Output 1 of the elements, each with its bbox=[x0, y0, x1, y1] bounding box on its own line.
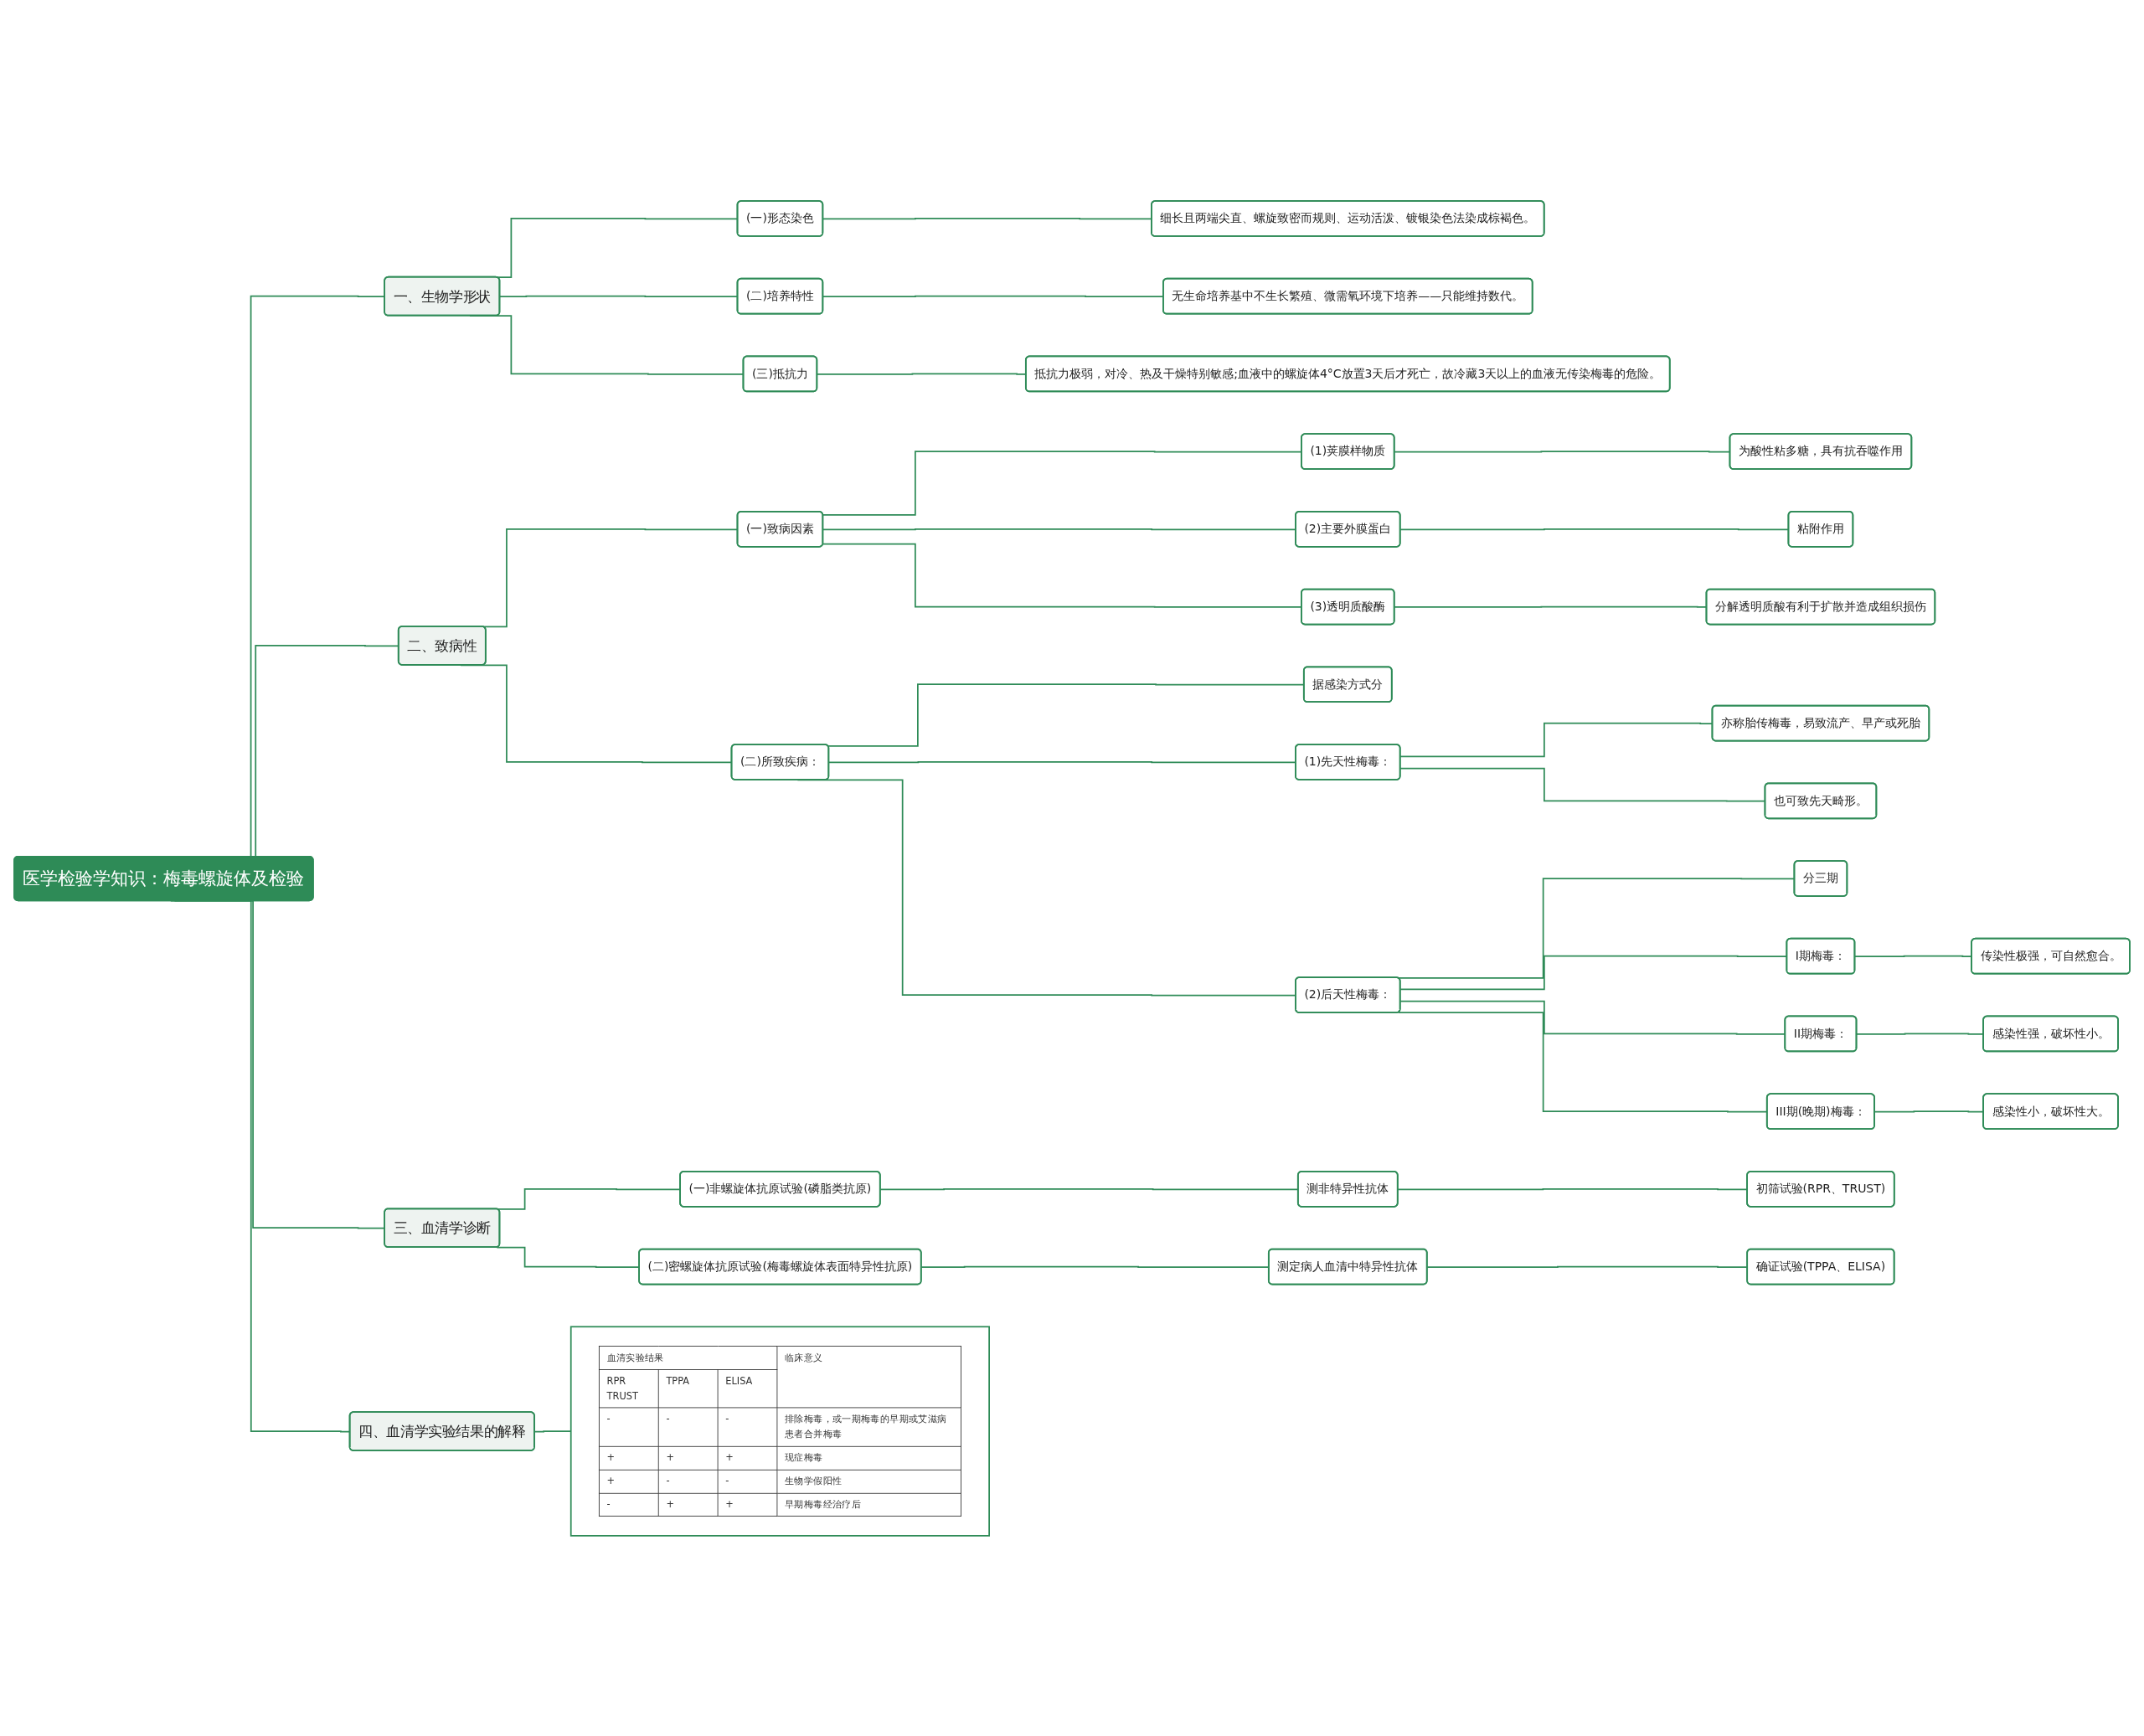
node-box: 血清实验结果 临床意义 RPR TRUST TPPA ELISA - - - 排除梅毒，或一期梅毒的早期或艾滋病患者合并梅毒 + + + 现症梅毒 + - - 生物学假阳性 - + + 早期梅毒经治疗后 bbox=[570, 1325, 990, 1537]
